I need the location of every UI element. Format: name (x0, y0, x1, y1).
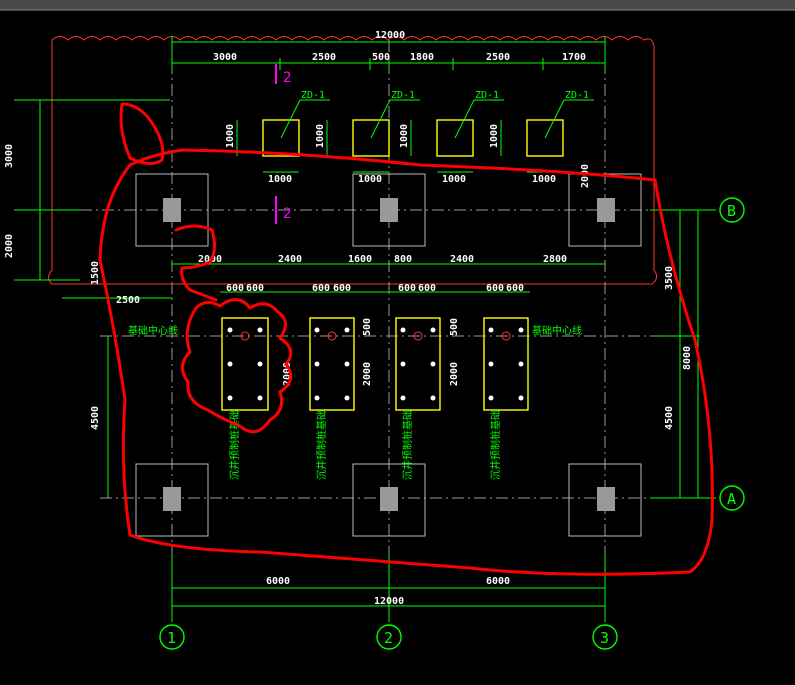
dim-top-seg-4: 1800 (410, 52, 434, 63)
box-vert-2000-1: 2000 (282, 362, 293, 386)
box-w-3: 1000 (442, 174, 466, 185)
box-w-2: 1000 (358, 174, 382, 185)
small-dim-4: 600 (333, 283, 351, 294)
dim-top-seg-5: 2500 (486, 52, 510, 63)
dim-bottom-2: 6000 (486, 576, 510, 587)
dim-left-1500: 1500 (90, 261, 101, 285)
dim-left-3000: 3000 (4, 144, 15, 168)
dim-bottom-1: 6000 (266, 576, 290, 587)
small-dim-3: 600 (312, 283, 330, 294)
dim-right-3500: 3500 (664, 266, 675, 290)
dim-right-4500: 4500 (664, 406, 675, 430)
column-cores (163, 198, 615, 511)
dim-bottom-total: 12000 (374, 596, 404, 607)
dim-top-seg-6: 1700 (562, 52, 586, 63)
red-markup (98, 102, 714, 576)
small-dim-1: 600 (226, 283, 244, 294)
small-dim-7: 600 (486, 283, 504, 294)
small-dim-5: 600 (398, 283, 416, 294)
axis-row-b: B (727, 202, 736, 220)
right-note: 基础中心线 (532, 324, 582, 337)
pile-caps (221, 317, 529, 411)
box-vert-500-1: 500 (362, 318, 373, 336)
mid-dim-3: 1600 (348, 254, 372, 265)
small-dim-8: 600 (506, 283, 524, 294)
small-dim-2: 600 (246, 283, 264, 294)
dim-right-2000: 2000 (580, 164, 591, 188)
box-h-4: 1000 (489, 124, 500, 148)
left-note: 基础中心线 (128, 324, 178, 337)
mid-dim-5: 2400 (450, 254, 474, 265)
vert-note-4: 沉井预制桩基础 (489, 410, 502, 480)
dim-left-2500: 2500 (116, 295, 140, 306)
vert-note-1: 沉井预制桩基础 (228, 410, 241, 480)
revision-cloud (48, 36, 658, 285)
zd-label-4: ZD-1 (565, 90, 589, 101)
dim-right-8000: 8000 (682, 346, 693, 370)
dim-top-seg-3: 500 (372, 52, 390, 63)
zd-label-1: ZD-1 (301, 90, 325, 101)
zd-boxes (262, 119, 564, 157)
box-w-1: 1000 (268, 174, 292, 185)
vert-note-3: 沉井预制桩基础 (401, 410, 414, 480)
top-dimensions (171, 36, 606, 70)
dim-left-4500: 4500 (90, 406, 101, 430)
zd-label-3: ZD-1 (475, 90, 499, 101)
section-label-mid: 2 (283, 206, 291, 222)
dim-top-seg-1: 3000 (213, 52, 237, 63)
section-label-top: 2 (283, 70, 291, 86)
box-vert-500-2: 500 (449, 318, 460, 336)
small-dim-6: 600 (418, 283, 436, 294)
box-w-4: 1000 (532, 174, 556, 185)
dim-top-total: 12000 (375, 30, 405, 41)
axis-row-a: A (727, 490, 736, 508)
dim-left-2000: 2000 (4, 234, 15, 258)
axis-bubbles (159, 197, 745, 650)
vert-note-2: 沉井预制桩基础 (315, 410, 328, 480)
zd-label-2: ZD-1 (391, 90, 415, 101)
box-h-1: 1000 (225, 124, 236, 148)
mid-dim-2: 2400 (278, 254, 302, 265)
window-top-bar (0, 0, 795, 10)
dim-top-seg-2: 2500 (312, 52, 336, 63)
box-vert-2000-2: 2000 (362, 362, 373, 386)
box-vert-2000-3: 2000 (449, 362, 460, 386)
mid-dim-4: 800 (394, 254, 412, 265)
axis-col-3: 3 (600, 629, 609, 647)
axis-col-1: 1 (167, 629, 176, 647)
box-h-3: 1000 (399, 124, 410, 148)
box-h-2: 1000 (315, 124, 326, 148)
mid-dim-6: 2800 (543, 254, 567, 265)
axis-col-2: 2 (384, 629, 393, 647)
pile-dots (227, 327, 524, 401)
